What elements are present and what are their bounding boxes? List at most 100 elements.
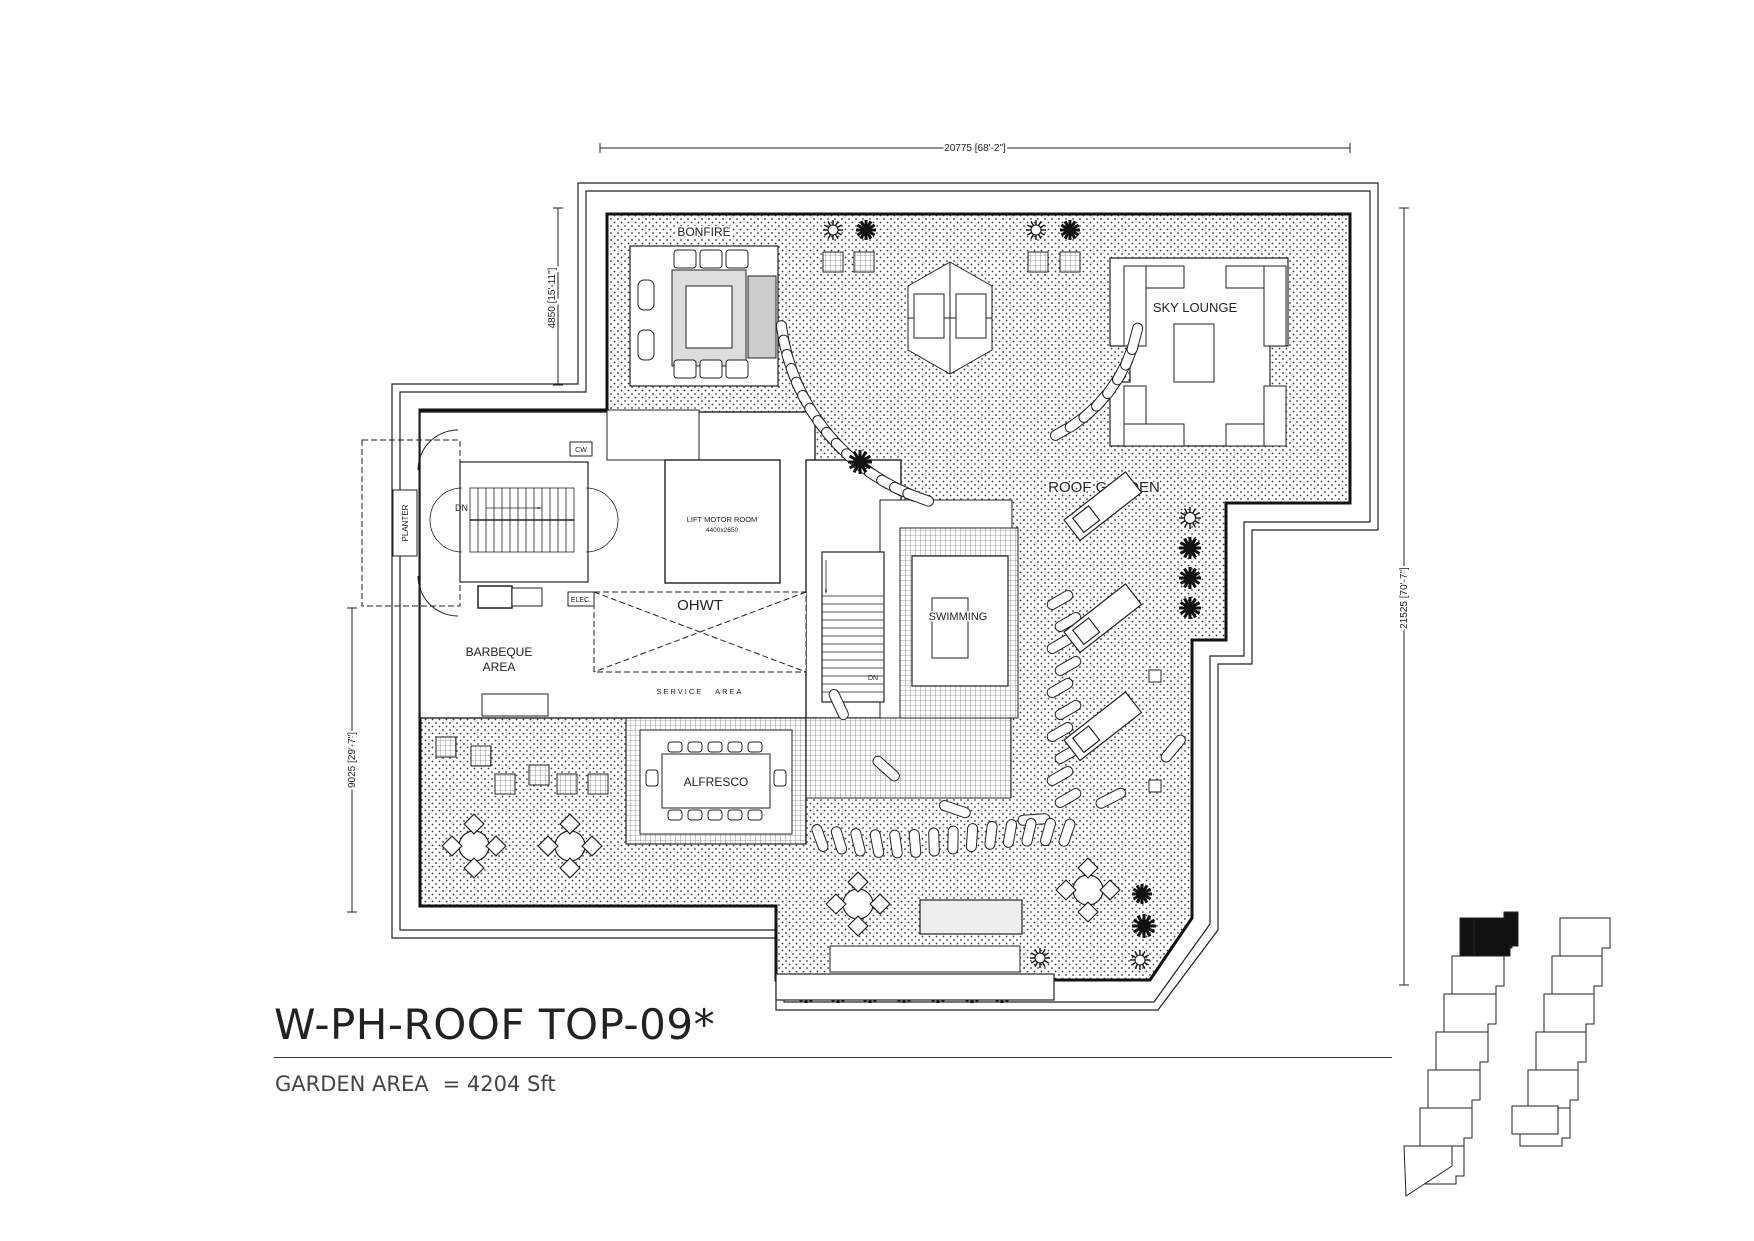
swimming-pool-inner: [931, 597, 969, 659]
garden-area: GARDEN AREA = 4204 Sft: [275, 1072, 556, 1096]
plant-core: [1184, 572, 1196, 584]
stepping-stone: [1054, 656, 1082, 676]
plant-core: [1030, 224, 1042, 236]
bbq-grill-2: [511, 587, 543, 607]
lounge-chair: [637, 329, 655, 361]
table-chair: [1077, 857, 1099, 879]
paver-tiles: [435, 251, 1162, 795]
stepping-stone: [1054, 700, 1082, 720]
lift-motor-room-label: LIFT MOTOR ROOM: [687, 515, 758, 524]
sofa-cushion: [725, 249, 749, 269]
sun-loungers: [1063, 471, 1143, 762]
plant: [1179, 567, 1201, 589]
garden-area-label: GARDEN AREA: [275, 1072, 429, 1096]
barbeque-area-label-1: BARBEQUE: [466, 645, 533, 659]
dining-chair: [667, 809, 683, 821]
table-chair: [463, 813, 485, 835]
key-plan-block: [1435, 1031, 1489, 1071]
key-plan-block: [1527, 1069, 1579, 1109]
stepping-stone: [1160, 734, 1186, 763]
stepping-stone: [850, 828, 866, 857]
sky-lounge-area: [1109, 257, 1289, 447]
plant: [1030, 948, 1050, 968]
plant-core: [1137, 919, 1151, 933]
plant-core: [1034, 952, 1046, 964]
plant: [823, 220, 843, 240]
plant: [1179, 507, 1201, 529]
paver-tile: [435, 736, 457, 758]
lounge-sofa: [1263, 385, 1287, 447]
utility-box: [1148, 779, 1162, 793]
title-underline: [274, 1057, 1392, 1058]
plant: [856, 220, 876, 240]
parapet-mid: [399, 190, 1371, 1003]
elec-label: ELEC.: [571, 597, 591, 604]
paver-tile: [1059, 251, 1081, 273]
planter: [392, 489, 418, 557]
parapet-outer: [391, 182, 1379, 1011]
plant-core: [853, 455, 867, 469]
dimension-left-upper-label: 4850 [15'-11"]: [547, 267, 558, 328]
swimming-label: SWIMMING: [929, 611, 988, 623]
utility-box: [1148, 669, 1162, 683]
table-chair: [1077, 901, 1099, 923]
sofa-cushion: [673, 359, 697, 379]
dining-chair: [687, 741, 703, 753]
plant: [1132, 884, 1152, 904]
sky-lounge-label: SKY LOUNGE: [1153, 300, 1238, 315]
dimension-top: [599, 143, 1351, 153]
key-plan-block: [1559, 917, 1611, 957]
plant-core: [1134, 954, 1146, 966]
lift-motor-room-size: 4400x2650: [706, 527, 739, 534]
paver-tile: [822, 251, 844, 273]
bbq-grill: [477, 585, 513, 609]
stepping-stone: [1058, 818, 1076, 847]
lounge-sofa: [1123, 423, 1185, 447]
stepping-stone: [947, 825, 959, 855]
plant: [1060, 220, 1080, 240]
paver-tile: [587, 773, 609, 795]
dining-chair: [727, 809, 743, 821]
plant: [1130, 950, 1150, 970]
plant-core: [860, 224, 872, 236]
lift-motor-room: [664, 459, 781, 584]
table-chair: [869, 893, 891, 915]
round-table: [554, 830, 586, 862]
dining-chair: [773, 769, 787, 787]
cw-box: [569, 441, 593, 457]
dining-chair: [687, 809, 703, 821]
sun-lounger-back: [1071, 617, 1101, 646]
table-chair: [1099, 879, 1121, 901]
table-chair: [463, 857, 485, 879]
round-table: [1072, 874, 1104, 906]
dimension-left-upper: [553, 207, 563, 386]
dimension-right-label: 21525 [70'-7"]: [1399, 567, 1410, 629]
door-swing-top: [417, 429, 459, 471]
dining-chair: [707, 741, 723, 753]
dining-chair: [645, 769, 659, 787]
bench-bottom: [829, 945, 1021, 973]
paver-tile: [556, 773, 578, 795]
table-chair: [825, 893, 847, 915]
plant: [1179, 537, 1201, 559]
paver-tile: [470, 745, 492, 767]
plant-core: [1136, 888, 1148, 900]
stepping-stone: [908, 828, 922, 858]
paver-tile: [528, 764, 550, 786]
key-plan-block: [1419, 1107, 1473, 1147]
garden-area-value: = 4204 Sft: [442, 1072, 556, 1096]
plant: [1132, 914, 1156, 938]
ohwt-tank: [593, 591, 807, 673]
stepping-stone: [830, 826, 848, 855]
stepping-stone: [965, 823, 979, 853]
plant: [848, 450, 872, 474]
stepping-stone: [1126, 322, 1144, 355]
table-chair: [847, 915, 869, 937]
dining-chair: [707, 809, 723, 821]
sun-lounger-back: [1071, 505, 1101, 534]
stepping-stone: [928, 827, 940, 857]
plant: [1179, 597, 1201, 619]
stepping-stone: [828, 689, 849, 720]
dimension-top-label: 20775 [68'-2"]: [944, 143, 1006, 154]
sun-lounger-back: [1071, 725, 1101, 754]
